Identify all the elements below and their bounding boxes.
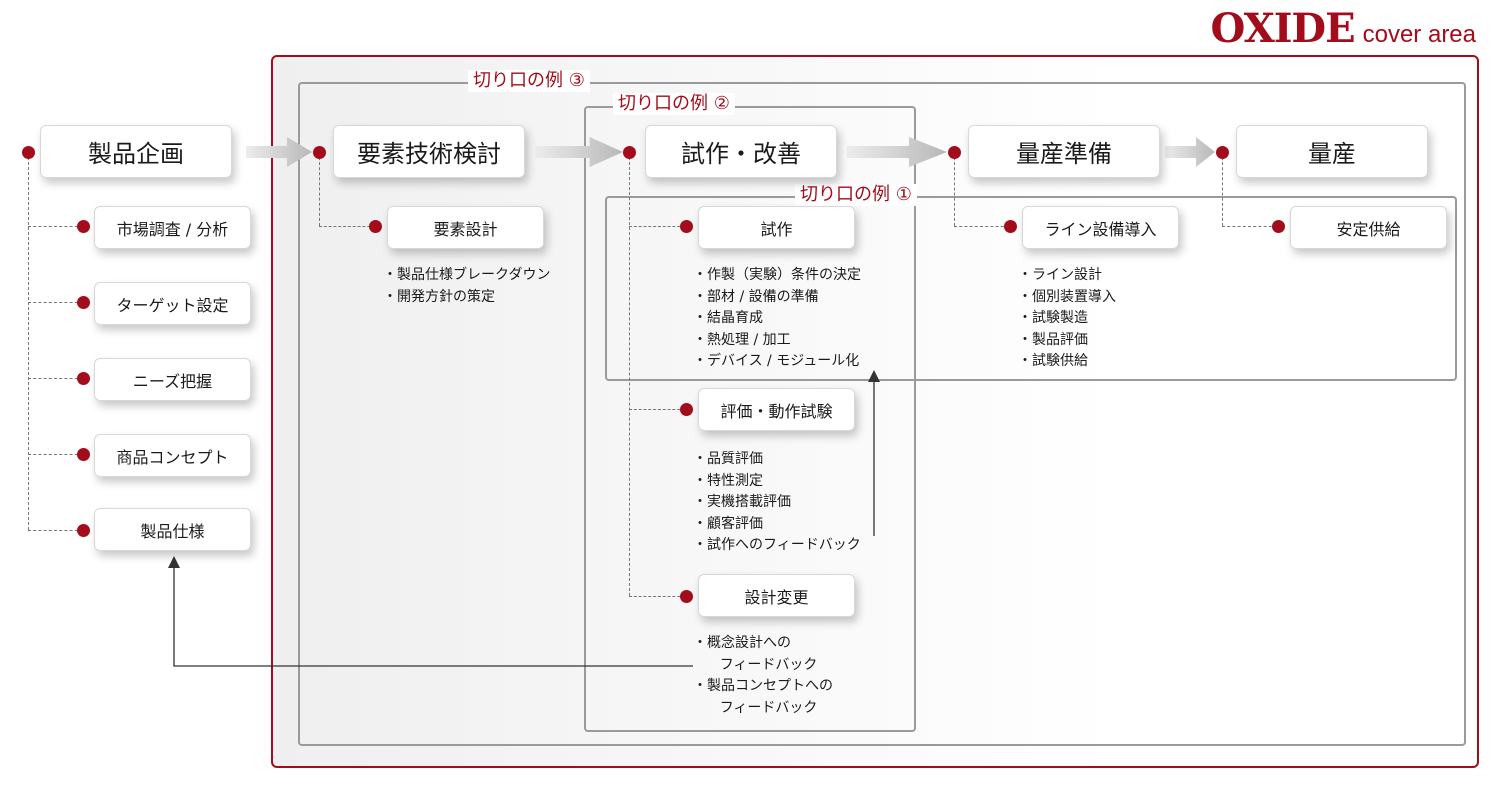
bullet-item: ・熱処理 / 加工	[693, 331, 791, 348]
element-design-box: 要素設計	[387, 206, 544, 249]
bullet-item: ・個別装置導入	[1018, 288, 1116, 305]
feedback-to-spec-arrowhead	[168, 556, 180, 568]
planning-item-concept: 商品コンセプト	[94, 434, 251, 477]
stage-dot	[1216, 146, 1229, 159]
sub-dot	[77, 220, 90, 233]
planning-dashed-branch	[28, 302, 83, 303]
planning-item-target: ターゲット設定	[94, 282, 251, 325]
massprep-dashed-branch	[954, 226, 1009, 227]
bullet-item: ・試験供給	[1018, 353, 1088, 369]
bullet-item: ・試験製造	[1018, 310, 1088, 326]
element-design-bullets: ・製品仕様ブレークダウン ・開発方針の策定	[383, 265, 550, 308]
line-equipment-bullets: ・ライン設計 ・個別装置導入 ・試験製造 ・製品評価 ・試験供給	[1018, 265, 1116, 373]
bullet-item: ・製品仕様ブレークダウン	[383, 267, 551, 283]
planning-item-spec: 製品仕様	[94, 508, 251, 551]
stable-supply-box: 安定供給	[1290, 206, 1447, 249]
sub-dot	[369, 220, 382, 233]
bullet-item: ・特性測定	[693, 472, 763, 489]
stage-dot	[313, 146, 326, 159]
bullet-item: ・結晶育成	[693, 310, 763, 326]
example2-label: 切り口の例 ②	[613, 93, 735, 115]
massprod-dashed-trunk	[1222, 152, 1223, 226]
bullet-item: ・作製（実験）条件の決定	[693, 267, 861, 283]
bullet-item: ・製品評価	[1018, 331, 1088, 348]
sub-dot	[680, 590, 693, 603]
prototype-dashed-branch	[629, 596, 685, 597]
sub-dot	[77, 448, 90, 461]
stage-dot	[22, 146, 35, 159]
element-dashed-branch	[319, 226, 375, 227]
sub-dot	[77, 296, 90, 309]
bullet-item: ・開発方針の策定	[383, 288, 495, 305]
massprod-dashed-branch	[1222, 226, 1277, 227]
bullet-item: フィードバック	[693, 699, 818, 716]
stage-product-planning: 製品企画	[40, 125, 232, 178]
bullet-item: ・デバイス / モジュール化	[693, 353, 860, 369]
stage-element-study: 要素技術検討	[333, 125, 525, 178]
bullet-item: ・実機搭載評価	[693, 494, 791, 510]
example3-frame	[298, 82, 1466, 746]
bullet-item: ・ライン設計	[1018, 267, 1102, 283]
evaluation-bullets: ・品質評価 ・特性測定 ・実機搭載評価 ・顧客評価 ・試作へのフィードバック	[693, 449, 861, 557]
stage-prototype: 試作・改善	[645, 125, 837, 178]
massprep-dashed-trunk	[954, 152, 955, 226]
prototype-dashed-branch	[629, 409, 685, 410]
bullet-item: フィードバック	[693, 656, 818, 673]
design-change-bullets: ・概念設計への フィードバック ・製品コンセプトへの フィードバック	[693, 633, 833, 719]
prototype-dashed-trunk	[629, 152, 630, 596]
sub-dot	[77, 524, 90, 537]
bullet-item: ・品質評価	[693, 451, 763, 467]
stage-mass-production: 量産	[1236, 125, 1428, 178]
stage-mass-prep: 量産準備	[968, 125, 1160, 178]
example2-frame	[584, 106, 916, 732]
trial-box: 試作	[698, 206, 855, 249]
planning-dashed-trunk	[28, 152, 29, 530]
sub-dot	[1004, 220, 1017, 233]
example1-label: 切り口の例 ①	[795, 184, 917, 206]
bullet-item: ・概念設計への	[693, 635, 791, 651]
feedback-to-trial-arrowhead	[868, 370, 880, 382]
bullet-item: ・顧客評価	[693, 515, 763, 532]
example3-label: 切り口の例 ③	[468, 70, 590, 92]
design-change-box: 設計変更	[698, 574, 855, 617]
example1-frame	[605, 196, 1457, 381]
planning-dashed-branch	[28, 226, 83, 227]
logo-brand: OXIDE	[1210, 5, 1356, 52]
evaluation-box: 評価・動作試験	[698, 388, 855, 431]
bullet-item: ・製品コンセプトへの	[693, 678, 833, 694]
planning-dashed-branch	[28, 530, 83, 531]
prototype-dashed-branch	[629, 226, 685, 227]
logo-subtitle: cover area	[1362, 21, 1476, 48]
element-dashed-trunk	[319, 152, 320, 226]
sub-dot	[77, 372, 90, 385]
sub-dot	[680, 403, 693, 416]
line-equipment-box: ライン設備導入	[1022, 206, 1179, 249]
trial-bullets: ・作製（実験）条件の決定 ・部材 / 設備の準備 ・結晶育成 ・熱処理 / 加工…	[693, 265, 861, 373]
sub-dot	[1272, 220, 1285, 233]
sub-dot	[680, 220, 693, 233]
feedback-to-spec-arrow-line	[173, 562, 693, 667]
bullet-item: ・部材 / 設備の準備	[693, 288, 819, 305]
planning-dashed-branch	[28, 454, 83, 455]
stage-dot	[948, 146, 961, 159]
stage-dot	[623, 146, 636, 159]
planning-item-market-research: 市場調査 / 分析	[94, 206, 251, 249]
planning-dashed-branch	[28, 378, 83, 379]
bullet-item: ・試作へのフィードバック	[693, 537, 861, 553]
planning-item-needs: ニーズ把握	[94, 358, 251, 401]
